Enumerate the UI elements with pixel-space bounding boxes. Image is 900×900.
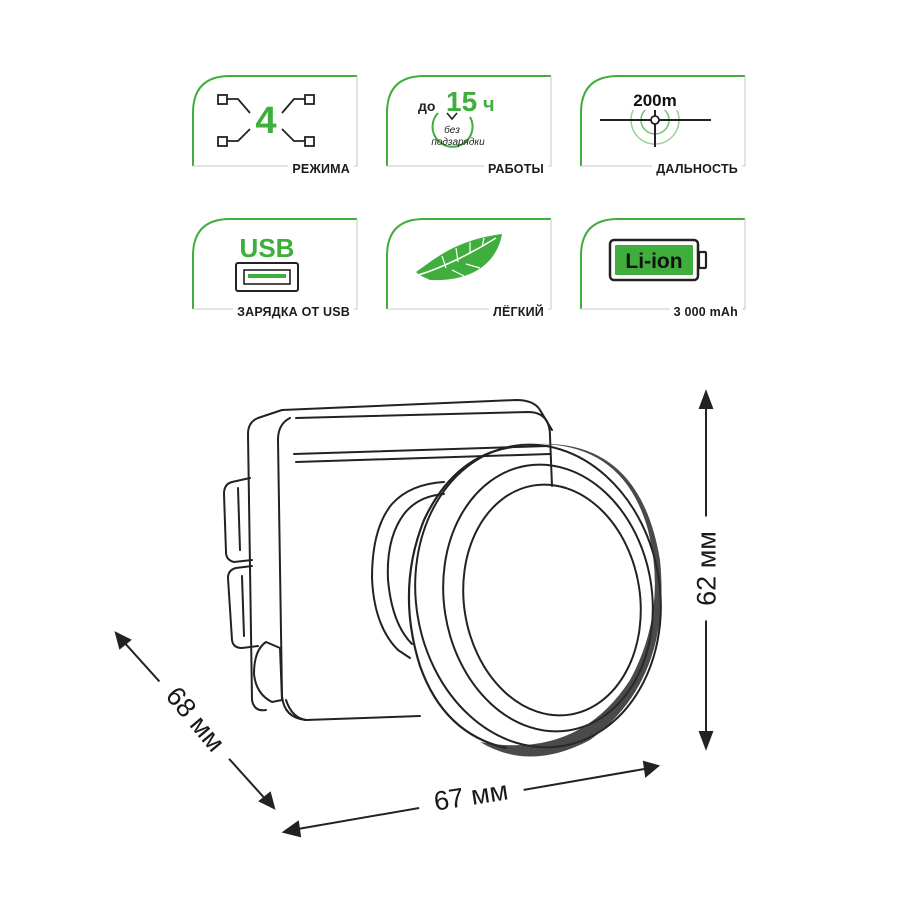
runtime-unit: ч (483, 94, 495, 116)
feature-runtime: до 15 ч без подзарядки РАБОТЫ (386, 75, 552, 176)
battery-label: Li-ion (625, 250, 682, 273)
body-face (295, 411, 553, 487)
feature-modes: 4 РЕЖИМА (192, 75, 358, 176)
battery-icon: Li-ion (608, 238, 708, 282)
back-shell (247, 409, 283, 712)
card-frame (386, 75, 552, 167)
lens-head-outer (414, 443, 662, 749)
usb-label: USB (240, 233, 295, 263)
card-frame (580, 218, 746, 310)
clock-icon: до 15 ч без подзарядки (418, 86, 495, 148)
card-frame (192, 75, 358, 167)
top-edge (281, 399, 553, 431)
feature-caption: ДАЛЬНОСТЬ (652, 162, 742, 176)
leaf-icon (407, 234, 502, 281)
runtime-hours: 15 (446, 86, 477, 117)
feature-caption: 3 000 mAh (669, 305, 742, 319)
crosshair-icon: 200m (600, 90, 711, 147)
feature-caption: ЛЁГКИЙ (488, 305, 548, 319)
strap-clip (223, 477, 259, 649)
runtime-note-1: без (444, 124, 460, 136)
feature-battery: Li-ion 3 000 mAh (580, 218, 746, 319)
usb-port-icon: USB (235, 233, 299, 292)
lens-mount (371, 481, 445, 659)
modes-count: 4 (255, 100, 276, 142)
feature-caption: РЕЖИМА (288, 162, 354, 176)
feature-usb: USB ЗАРЯДКА ОТ USB (192, 218, 358, 319)
card-frame (580, 75, 746, 167)
feature-caption: ЗАРЯДКА ОТ USB (233, 305, 354, 319)
side-button (253, 641, 283, 703)
runtime-prefix: до (418, 98, 435, 114)
card-frame (386, 218, 552, 310)
feature-range: 200m ДАЛЬНОСТЬ (580, 75, 746, 176)
feature-light: ЛЁГКИЙ (386, 218, 552, 319)
feature-caption: РАБОТЫ (483, 162, 548, 176)
lens-ring (442, 463, 654, 733)
runtime-note-2: подзарядки (431, 137, 485, 148)
dimension-height-label: 62 мм (691, 516, 723, 621)
range-value: 200m (633, 91, 676, 110)
modes-network-icon: 4 (217, 94, 315, 147)
lens-glass (462, 483, 642, 717)
